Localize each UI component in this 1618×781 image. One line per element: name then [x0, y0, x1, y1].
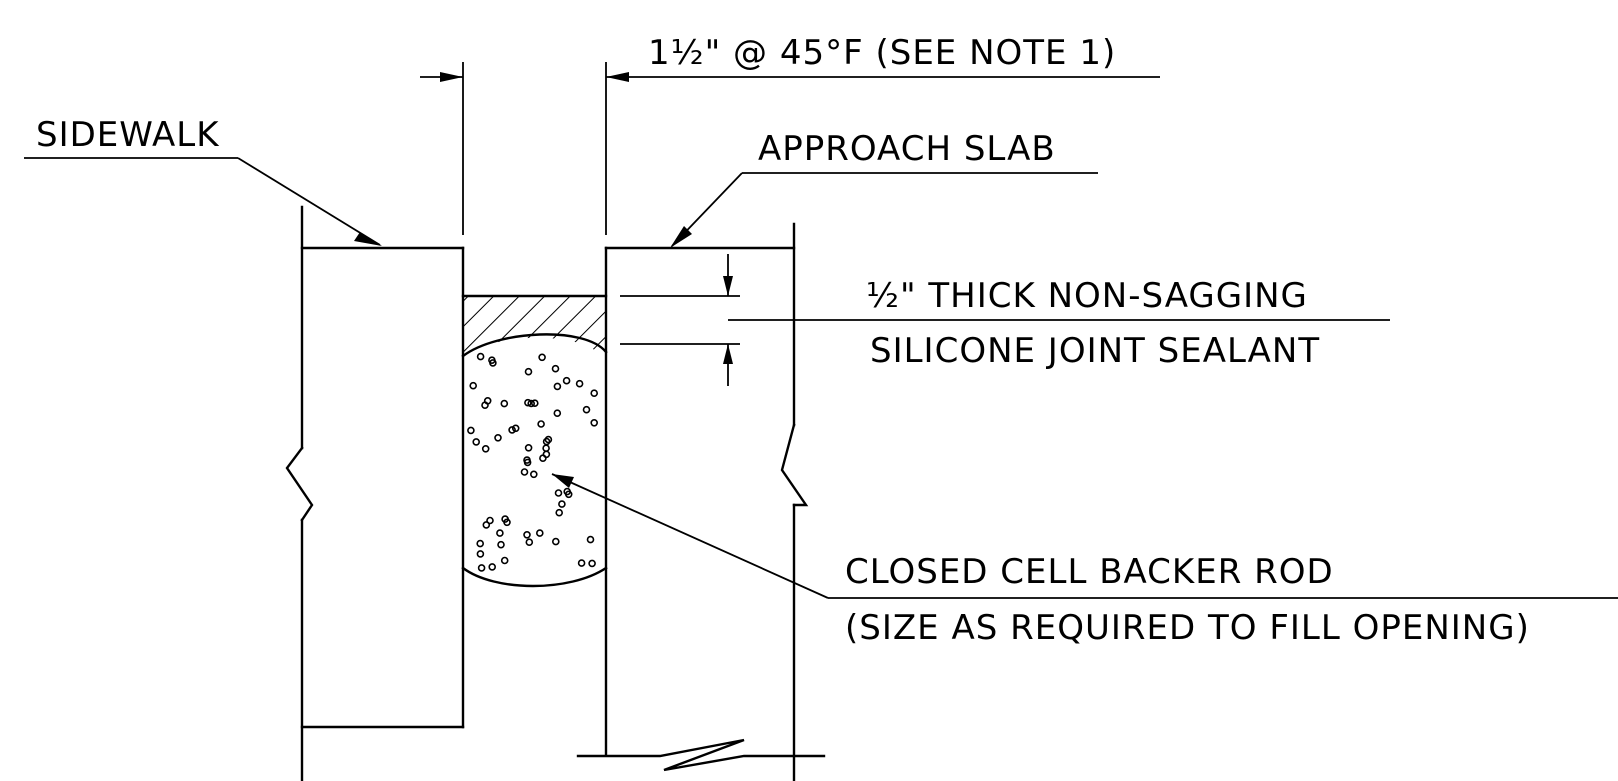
backer-rod-stipple-dot	[562, 376, 571, 385]
backer-rod-stipple-dot	[523, 456, 531, 464]
backer-rod-stipple-dot	[527, 399, 536, 408]
backer-rod-stipple-dot	[529, 470, 538, 479]
gap-dimension: 1½" @ 45°F (SEE NOTE 1)	[420, 33, 1160, 235]
backer-rod-stipple-dot	[553, 409, 562, 418]
backer-rod-stipple-dot	[500, 556, 509, 565]
backer-rod-stipple-dot	[469, 381, 478, 390]
sealant-label-line1: ½" THICK NON-SAGGING	[866, 276, 1308, 316]
backer-rod-stipple-dot	[535, 529, 544, 537]
sidewalk-slab	[285, 205, 465, 781]
silicone-sealant	[461, 294, 608, 360]
backer-rod-stipple-dot	[500, 399, 509, 408]
backer-rod-stipple-dot	[530, 399, 539, 408]
backer-rod-stipple-dot	[476, 539, 485, 548]
backer-rod-stipple-dot	[553, 382, 562, 391]
backer-rod-stipple-dot	[488, 356, 496, 365]
backer-rod-stipple-dot	[482, 521, 491, 529]
sidewalk-callout: SIDEWALK	[24, 115, 382, 246]
backer-rod-stipple-dot	[563, 487, 572, 496]
backer-rod-stipple-dot	[524, 398, 532, 407]
backer-rod-stipple-dot	[524, 367, 533, 376]
backer-rod-stipple-dot	[476, 352, 485, 361]
backer-rod-stipple-dot	[588, 559, 596, 568]
gap-dimension-text: 1½" @ 45°F (SEE NOTE 1)	[648, 33, 1116, 73]
approach-slab-label: APPROACH SLAB	[758, 129, 1056, 169]
backer-rod-stipple-dot	[523, 530, 531, 539]
backer-rod-stipple-dot	[511, 424, 520, 433]
backer-rod-stipple-dot	[476, 550, 485, 558]
backer-rod-label-line1: CLOSED CELL BACKER ROD	[845, 552, 1334, 592]
backer-rod-stipple-dot	[472, 438, 481, 446]
backer-rod-label-line2: (SIZE AS REQUIRED TO FILL OPENING)	[845, 608, 1530, 648]
sidewalk-label: SIDEWALK	[36, 115, 220, 155]
backer-rod-stipple-dot	[558, 500, 566, 508]
backer-rod-stipple-dot	[582, 405, 591, 414]
backer-rod-stipple-dot	[467, 426, 475, 435]
backer-rod-stipple-dot	[542, 444, 550, 453]
backer-rod-stipple-dot	[488, 563, 497, 571]
backer-rod-stipple-dot	[501, 515, 509, 523]
backer-rod-stipple-dot	[537, 420, 545, 428]
backer-rod-stipple-dot	[496, 529, 504, 537]
backer-rod-stipple-dot	[577, 559, 586, 567]
backer-rod-stipple-dot	[544, 435, 553, 444]
approach-slab-callout: APPROACH SLAB	[670, 129, 1098, 248]
backer-rod-stipple-dot	[555, 508, 564, 517]
backer-rod-stipple-dot	[586, 535, 595, 544]
backer-rod-stipple-dot	[575, 379, 584, 388]
backer-rod-stipple-dot	[554, 489, 563, 497]
backer-rod-stipple-dot	[525, 538, 534, 547]
backer-rod-stipple-dot	[486, 516, 494, 525]
backer-rod-stipple-dot	[551, 364, 560, 373]
backer-rod	[461, 333, 608, 588]
sealant-label-line2: SILICONE JOINT SEALANT	[870, 331, 1320, 371]
backer-rod-stipple-dot	[481, 444, 490, 453]
backer-rod-stipple-dot	[542, 450, 551, 459]
backer-rod-stipple-dot	[551, 537, 560, 546]
backer-rod-callout: CLOSED CELL BACKER ROD (SIZE AS REQUIRED…	[551, 473, 1618, 648]
sealant-thickness-dimension	[620, 254, 1390, 386]
backer-rod-stipple-dot	[538, 353, 546, 362]
backer-rod-stipple-dot	[524, 443, 533, 452]
backer-rod-stipple-dot	[590, 418, 599, 427]
backer-rod-stipple-dot	[520, 468, 529, 476]
backer-rod-stipple-dot	[508, 426, 516, 434]
sealant-callout: ½" THICK NON-SAGGING SILICONE JOINT SEAL…	[866, 276, 1320, 371]
backer-rod-stipple-dot	[477, 564, 486, 572]
backer-rod-stipple-dot	[497, 540, 505, 549]
backer-rod-stipple-dot	[483, 396, 492, 405]
backer-rod-stipple-dot	[590, 389, 599, 398]
backer-rod-stipple-dot	[494, 433, 502, 442]
